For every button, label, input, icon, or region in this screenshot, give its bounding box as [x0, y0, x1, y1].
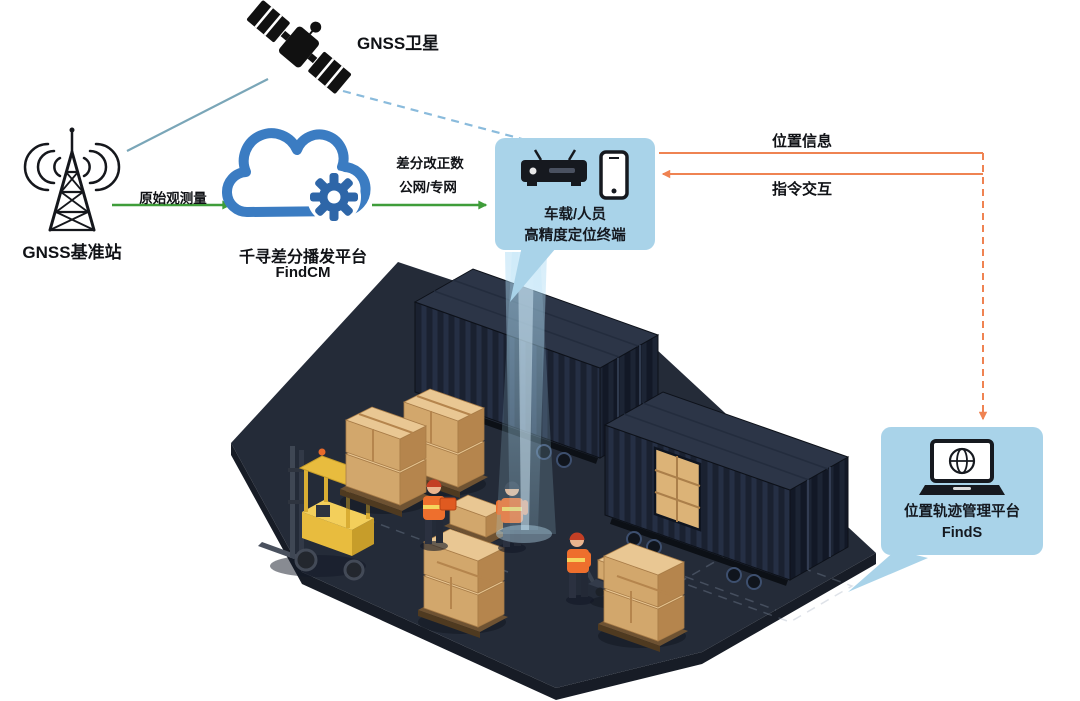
satellite-label: GNSS卫星	[357, 34, 440, 53]
laptop-globe-icon	[919, 439, 1005, 495]
signal-waves-icon	[23, 142, 121, 192]
correction-label-line2: 公网/专网	[399, 180, 457, 195]
smartphone-icon	[599, 150, 629, 200]
cloud-platform-subtitle: FindCM	[275, 264, 331, 281]
satellite-icon	[247, 0, 351, 94]
command-label: 指令交互	[771, 181, 833, 198]
pallet-stack	[598, 542, 688, 652]
receiver-icon	[521, 149, 587, 186]
terminal-label-line1: 车载/人员	[543, 207, 607, 223]
links	[112, 78, 988, 421]
worker	[566, 532, 594, 605]
terminal-devices	[521, 149, 629, 200]
positioning-beam	[496, 252, 556, 543]
correction-label-line1: 差分改正数	[396, 156, 464, 171]
management-label-line2: FindS	[941, 525, 983, 541]
cloud-platform-title: 千寻差分播发平台	[238, 249, 368, 266]
open-door-cargo	[653, 446, 702, 532]
management-label-line1: 位置轨迹管理平台	[904, 504, 1020, 520]
position-info-label: 位置信息	[771, 133, 833, 150]
base-station-label: GNSS基准站	[22, 243, 122, 262]
base-station-icon	[23, 127, 121, 232]
terminal-label-line2: 高精度定位终端	[524, 228, 626, 244]
gear-icon	[310, 173, 358, 221]
cloud-gear-icon	[221, 128, 371, 224]
small-crate	[444, 494, 508, 543]
management-panel: 位置轨迹管理平台 FindS	[881, 427, 1043, 555]
link-satellite-to-base	[126, 78, 269, 152]
shipping-container-right	[603, 391, 850, 590]
warehouse-scene	[231, 262, 876, 700]
pallet-stack	[340, 406, 430, 517]
terminal-panel-tail	[510, 246, 556, 302]
worker	[420, 479, 457, 551]
management-panel-tail	[848, 550, 928, 592]
terminal-panel: 车载/人员 高精度定位终端	[495, 138, 655, 250]
raw-observation-label: 原始观测量	[139, 191, 207, 206]
forklift	[258, 446, 374, 581]
link-satellite-to-terminal	[342, 89, 523, 141]
floor	[231, 262, 876, 688]
